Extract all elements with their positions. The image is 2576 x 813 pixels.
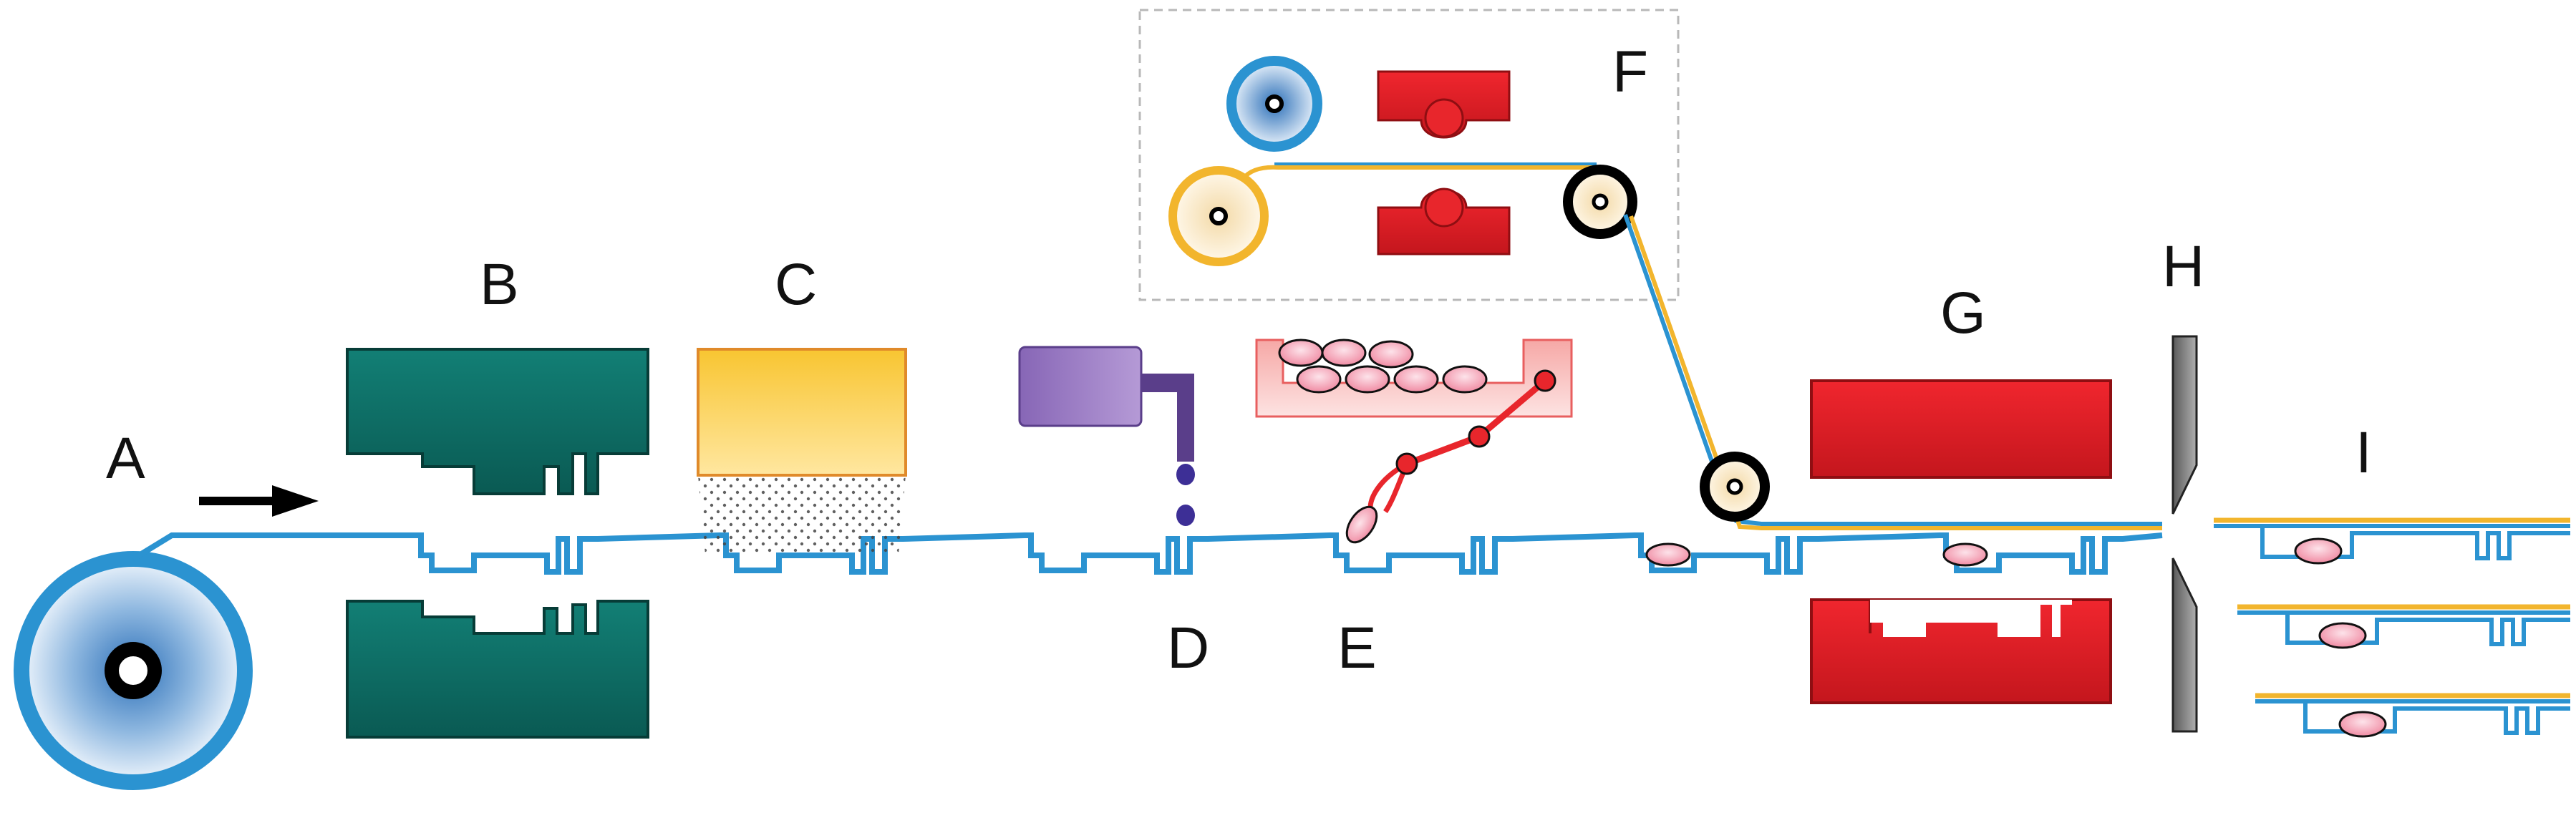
film-roll-icon bbox=[1226, 56, 1322, 152]
finished-package bbox=[2214, 517, 2570, 565]
label-g: G bbox=[1940, 281, 1986, 346]
forming-die bbox=[346, 348, 649, 739]
label-b: B bbox=[480, 252, 519, 317]
label-f: F bbox=[1612, 39, 1648, 104]
label-h: H bbox=[2162, 234, 2204, 299]
forming-die-lower bbox=[346, 600, 649, 739]
heat-zone bbox=[698, 475, 906, 555]
heater-unit bbox=[697, 348, 907, 555]
forming-die-upper bbox=[346, 348, 649, 495]
packaged-product bbox=[1942, 542, 1988, 567]
label-i: I bbox=[2355, 420, 2372, 485]
guide-roller-icon bbox=[1563, 165, 1637, 239]
lid-film-unit bbox=[1138, 9, 1680, 301]
label-a: A bbox=[106, 426, 145, 491]
label-e: E bbox=[1337, 615, 1377, 681]
robot-arm-icon bbox=[1345, 369, 1556, 544]
guide-roller-icon bbox=[1700, 452, 1770, 522]
finished-package bbox=[2255, 693, 2570, 738]
label-d: D bbox=[1167, 615, 1209, 681]
product-tray bbox=[1255, 339, 1573, 418]
film-roll-icon bbox=[1168, 166, 1269, 266]
packaged-product bbox=[1645, 542, 1691, 567]
film-roll-icon bbox=[14, 551, 253, 790]
sealing-press bbox=[1377, 70, 1511, 255]
label-c: C bbox=[775, 252, 817, 317]
film-web bbox=[131, 532, 2163, 575]
sealing-station bbox=[1810, 379, 2112, 704]
direction-arrow-icon bbox=[199, 485, 319, 517]
liquid-dispenser-icon bbox=[1018, 346, 1195, 526]
finished-package bbox=[2237, 604, 2570, 649]
cutter-blade-icon bbox=[2171, 335, 2198, 733]
lid-film-path-laminate bbox=[1629, 215, 2162, 530]
